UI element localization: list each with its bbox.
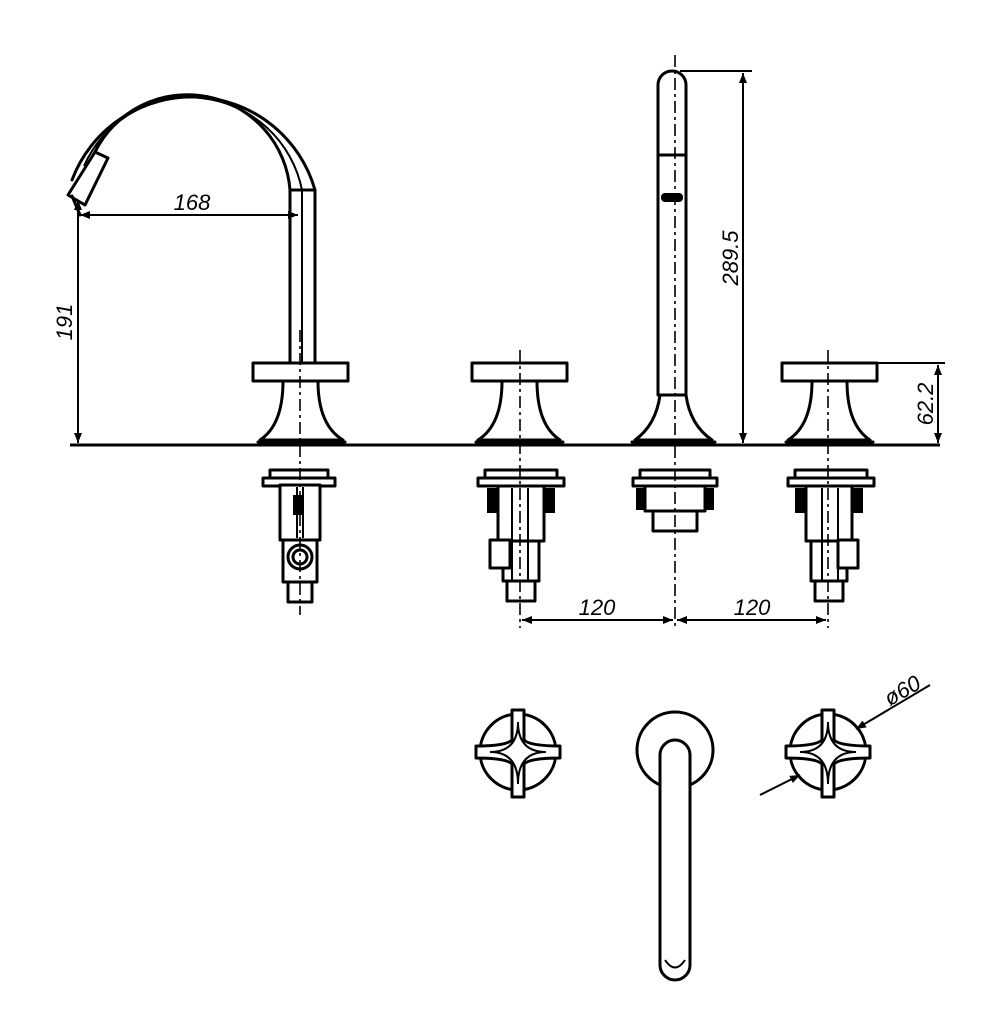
dimension-label-191: 191: [52, 304, 77, 341]
spout-front-view: [66, 93, 350, 615]
right-handle-top-view: [784, 708, 872, 799]
dimension-handle-diameter: ø60: [759, 670, 931, 796]
dimension-label-120-right: 120: [734, 595, 771, 620]
dimension-handle-height: 62.2: [878, 362, 945, 443]
dimension-label-diameter-60: ø60: [880, 670, 926, 711]
dimension-label-62-2: 62.2: [913, 383, 938, 426]
dimension-spout-reach: 168: [80, 190, 298, 219]
dimension-spacing: 120 120: [522, 595, 826, 624]
handshower-top-view: [635, 710, 715, 982]
dimension-label-168: 168: [174, 190, 211, 215]
left-handle-front-view: [470, 350, 569, 628]
handshower-front-view: [630, 55, 719, 630]
dimension-label-289-5: 289.5: [718, 230, 743, 287]
dimension-handshower-height: 289.5: [680, 70, 752, 443]
dimension-spout-height: 191: [52, 200, 82, 443]
dimension-label-120-left: 120: [579, 595, 616, 620]
left-handle-top-view: [474, 708, 562, 799]
right-handle-front-view: [780, 350, 879, 628]
